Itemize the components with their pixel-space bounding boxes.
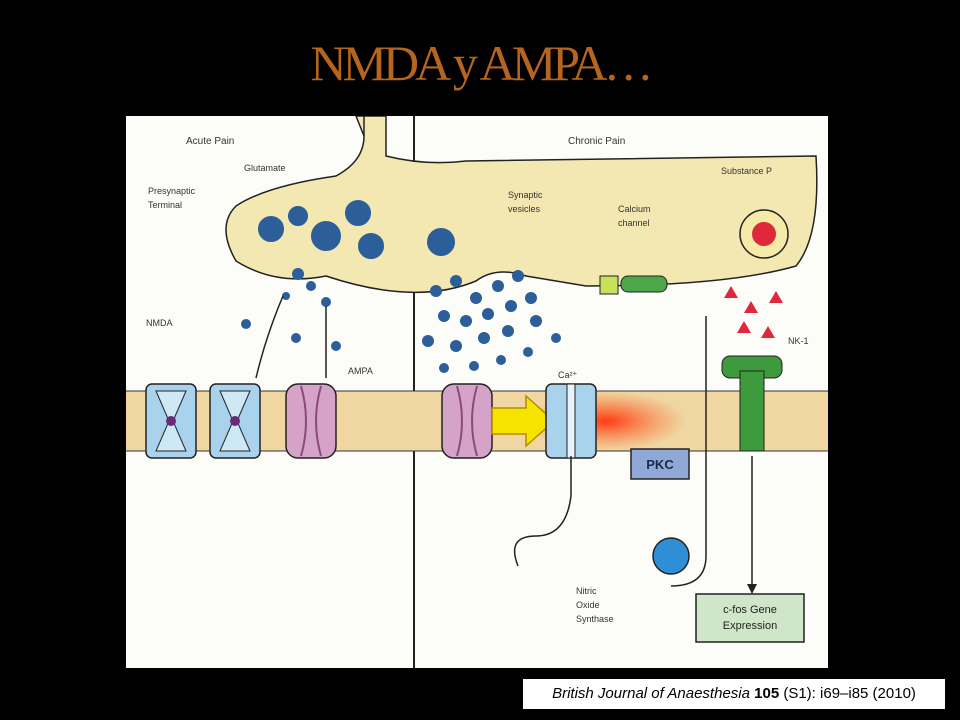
nitric-oxide-label-1: Nitric [576, 586, 597, 596]
glutamate-particles [241, 268, 561, 373]
pkc-box: PKC [630, 448, 690, 480]
calcium-ion-label: Ca²⁺ [558, 370, 578, 380]
synaptic-vesicles-label-1: Synaptic [508, 190, 543, 200]
gene-expression-label-1: c-fos Gene [723, 604, 777, 616]
calcium-channel-1 [599, 275, 619, 295]
citation-rest: (S1): i69–i85 (2010) [783, 685, 916, 702]
gene-expression-box: c-fos Gene Expression [695, 593, 805, 643]
substance-p-label: Substance P [721, 166, 772, 176]
nitric-oxide-synthase [652, 537, 690, 575]
gene-expression-label-2: Expression [723, 620, 777, 632]
glutamate-label: Glutamate [244, 163, 286, 173]
calcium-flow-arrow [491, 394, 556, 448]
slide-title: NMDA y AMPA… [310, 35, 653, 91]
nitric-oxide-label-2: Oxide [576, 600, 600, 610]
nmda-receptor-2 [209, 383, 261, 459]
path-calcium-pkc [513, 456, 572, 567]
nmda-label: NMDA [146, 318, 173, 328]
glutamate-vesicles [256, 198, 457, 261]
substance-p-particles [724, 286, 783, 338]
ampa-receptor-left [285, 383, 337, 459]
nk1-receptor [721, 355, 783, 452]
synaptic-vesicles-label-2: vesicles [508, 204, 541, 214]
nitric-oxide-label-3: Synthase [576, 614, 614, 624]
presynaptic-label-2: Terminal [148, 200, 182, 210]
calcium-channel-label-1: Calcium [618, 204, 651, 214]
right-panel-title: Chronic Pain [568, 136, 625, 147]
substance-p-vesicle [739, 209, 789, 259]
left-panel-title: Acute Pain [186, 136, 234, 147]
ampa-receptor-right [441, 383, 493, 459]
path-glu-nmda [255, 295, 284, 379]
citation-journal: British Journal of Anaesthesia [552, 685, 750, 702]
ampa-label: AMPA [348, 366, 373, 376]
presynaptic-label-1: Presynaptic [148, 186, 196, 196]
pkc-label: PKC [646, 457, 674, 472]
nmda-ampa-diagram: PKC c-fos Gene Expression Acute Pain Chr… [126, 116, 828, 668]
citation: British Journal of Anaesthesia 105 (S1):… [523, 679, 945, 709]
calcium-channel-label-2: channel [618, 218, 650, 228]
nk1-label: NK-1 [788, 336, 809, 346]
nmda-receptor-1 [145, 383, 197, 459]
path-signal-feedback [670, 316, 707, 587]
citation-volume: 105 [754, 685, 780, 702]
calcium-channel-2 [620, 275, 668, 293]
nmda-receptor-right [545, 383, 597, 459]
